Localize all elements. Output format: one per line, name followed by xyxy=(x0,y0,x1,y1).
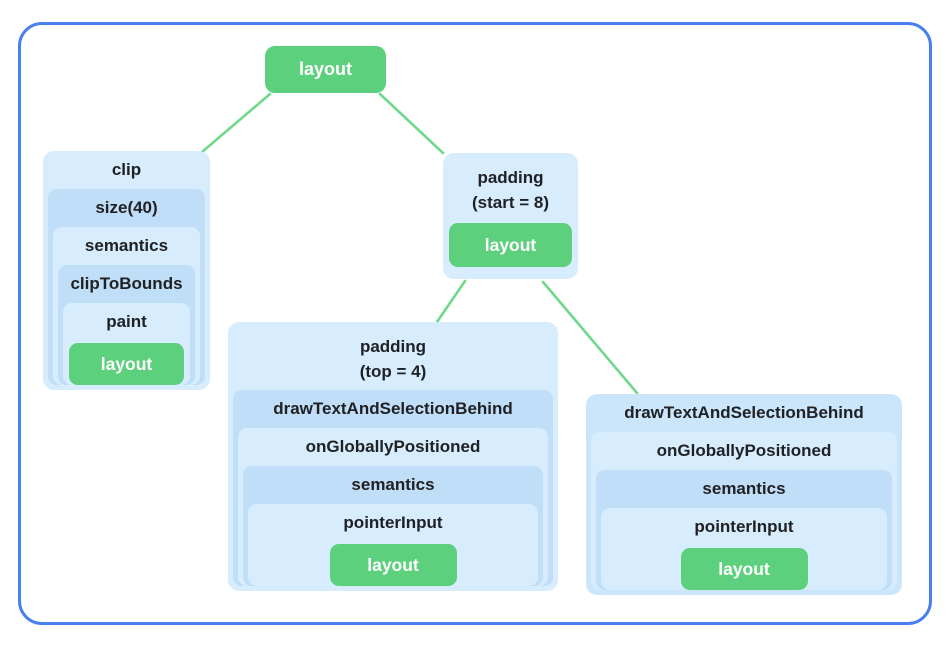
layout-leaf-node: layout xyxy=(449,223,572,267)
outer-frame-border xyxy=(18,22,932,625)
modifier-label-ongloballypositioned: onGloballyPositioned xyxy=(656,441,832,460)
modifier-label-semantics: semantics xyxy=(702,479,786,498)
padding-start-title: padding (start = 8) xyxy=(443,153,578,221)
modifier-box-pointerinput: pointerInput layout xyxy=(248,504,538,586)
modifier-box-pointerinput: pointerInput layout xyxy=(601,508,887,590)
clip-chain-box: clip size(40) semantics clipToBounds pai… xyxy=(43,151,210,390)
modifier-label-drawtext: drawTextAndSelectionBehind xyxy=(624,403,864,422)
modifier-label-drawtext: drawTextAndSelectionBehind xyxy=(273,399,513,418)
modifier-box-semantics: semantics pointerInput layout xyxy=(596,470,892,590)
padding-top-chain-box: padding (top = 4) drawTextAndSelectionBe… xyxy=(228,322,558,591)
modifier-box-size: size(40) semantics clipToBounds paint la… xyxy=(48,189,205,385)
modifier-box-semantics: semantics pointerInput layout xyxy=(243,466,543,586)
modifier-label-paint: paint xyxy=(106,312,147,331)
modifier-label-pointerinput: pointerInput xyxy=(343,513,443,532)
modifier-box-drawtext: drawTextAndSelectionBehind onGloballyPos… xyxy=(233,390,553,586)
modifier-box-ongloballypositioned: onGloballyPositioned semantics pointerIn… xyxy=(591,432,897,590)
modifier-box-paint: paint layout xyxy=(63,303,190,385)
modifier-box-semantics: semantics clipToBounds paint layout xyxy=(53,227,200,385)
padding-start-title-line2: (start = 8) xyxy=(472,193,549,212)
modifier-label-semantics: semantics xyxy=(84,236,169,255)
modifier-label-ongloballypositioned: onGloballyPositioned xyxy=(305,437,481,456)
modifier-box-cliptobounds: clipToBounds paint layout xyxy=(58,265,195,385)
padding-top-title: padding (top = 4) xyxy=(228,322,558,390)
root-layout-node: layout xyxy=(265,46,386,93)
padding-top-title-line1: padding xyxy=(359,337,427,356)
modifier-label-clip: clip xyxy=(111,160,142,179)
modifier-label-size: size(40) xyxy=(95,198,158,217)
modifier-label-pointerinput: pointerInput xyxy=(694,517,794,536)
drawtext-chain-box: drawTextAndSelectionBehind onGloballyPos… xyxy=(586,394,902,595)
padding-start-title-line1: padding xyxy=(477,168,544,187)
modifier-label-semantics: semantics xyxy=(351,475,435,494)
modifier-label-cliptobounds: clipToBounds xyxy=(70,274,183,293)
layout-leaf-node: layout xyxy=(329,544,457,586)
layout-leaf-node: layout xyxy=(680,548,808,590)
layout-leaf-node: layout xyxy=(69,343,184,385)
padding-top-title-line2: (top = 4) xyxy=(359,362,427,381)
padding-start-box: padding (start = 8) layout xyxy=(443,153,578,279)
modifier-box-ongloballypositioned: onGloballyPositioned semantics pointerIn… xyxy=(238,428,548,586)
